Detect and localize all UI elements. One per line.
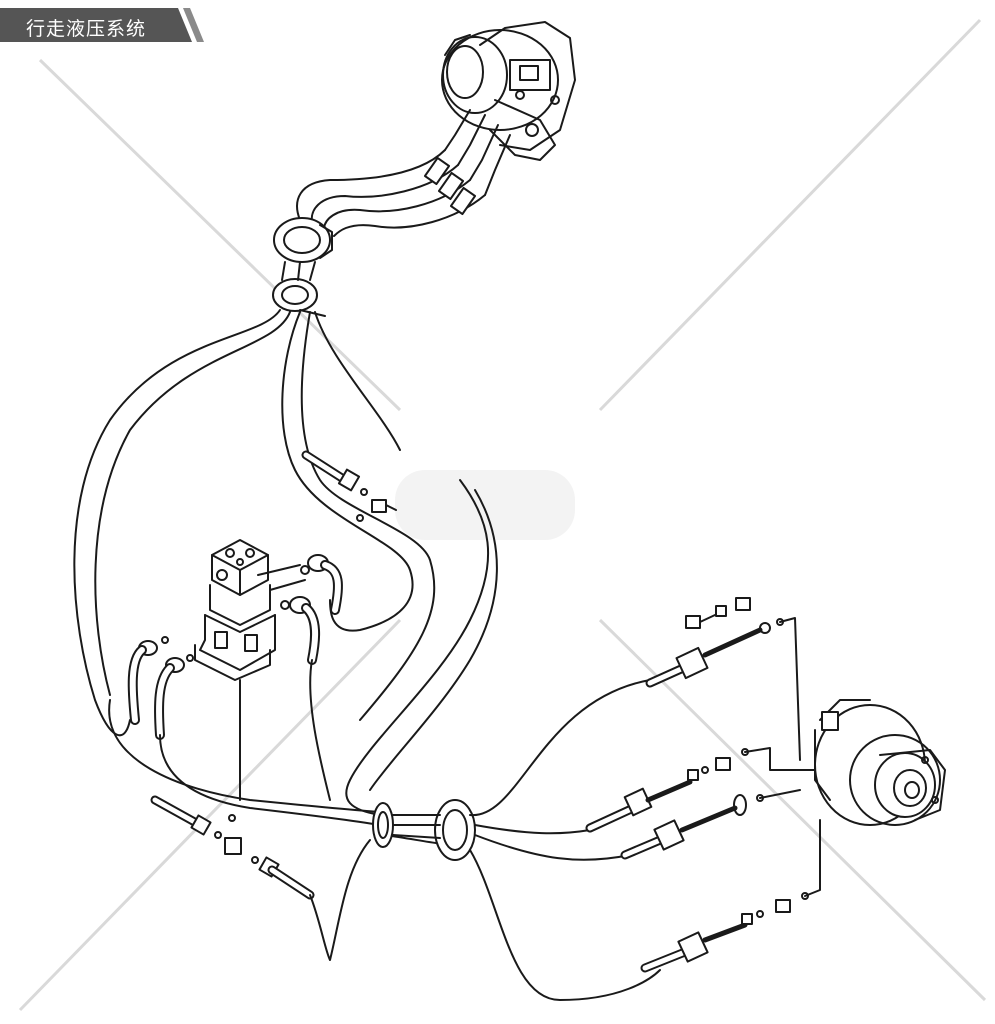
hose-top — [296, 149, 486, 237]
page-title: 行走液压系统 — [26, 18, 147, 40]
hose-assembly-right-4 — [640, 892, 809, 973]
clamp-top-1 — [273, 217, 333, 263]
hose-assembly-right-1 — [645, 597, 784, 688]
elbow-fitting-2 — [289, 596, 331, 801]
fitting-upper-left — [301, 450, 397, 522]
watermark-lines — [18, 18, 987, 1012]
elbow-fitting-1 — [307, 554, 343, 615]
clamp-bottom-2 — [434, 799, 476, 861]
fitting-lower-left — [150, 795, 315, 900]
travel-motor-bottom — [814, 699, 946, 826]
hose-left-loop — [73, 309, 498, 816]
hose-assembly-right-2 — [585, 748, 749, 833]
center-swivel-joint — [194, 539, 310, 801]
elbow-fitting-left-1 — [127, 636, 169, 725]
hose-right — [469, 664, 701, 1001]
clamp-bottom-1 — [372, 802, 394, 848]
travel-motor-top — [441, 21, 576, 196]
blur-patch — [395, 470, 575, 540]
clamp-top-2 — [272, 278, 326, 317]
elbow-fitting-left-2 — [154, 654, 381, 826]
title-tab-shape — [0, 8, 204, 42]
hose-assembly-right-3 — [620, 794, 764, 860]
